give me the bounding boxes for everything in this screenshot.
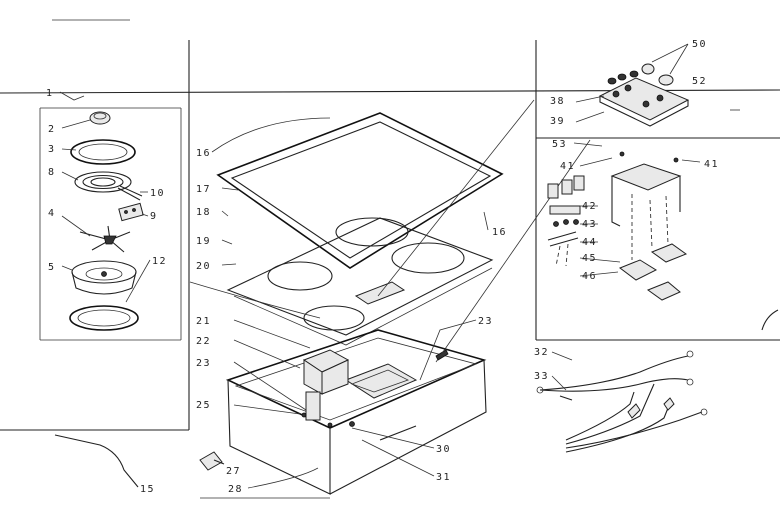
callout-16b: 16 xyxy=(492,227,507,238)
callout-53: 53 xyxy=(552,139,567,150)
callout-19: 19 xyxy=(196,236,211,247)
cooktop-top xyxy=(216,112,504,346)
callout-3: 3 xyxy=(48,144,56,155)
callout-4: 4 xyxy=(48,208,56,219)
callout-32: 32 xyxy=(534,347,549,358)
callout-27: 27 xyxy=(226,466,241,477)
switch-assembly xyxy=(547,142,701,301)
callout-1: 1 xyxy=(46,88,54,99)
callout-12: 12 xyxy=(152,256,167,267)
callout-8: 8 xyxy=(48,167,56,178)
callout-52: 52 xyxy=(692,76,707,87)
callout-17: 17 xyxy=(196,184,211,195)
callout-30: 30 xyxy=(436,444,451,455)
callout-9: 9 xyxy=(150,211,158,222)
callout-33: 33 xyxy=(534,371,549,382)
callout-10: 10 xyxy=(150,188,165,199)
callout-46: 46 xyxy=(582,271,597,282)
callout-44: 44 xyxy=(582,237,597,248)
burner-assembly xyxy=(69,111,144,331)
callout-50: 50 xyxy=(692,39,707,50)
control-panel xyxy=(575,43,690,127)
callout-25: 25 xyxy=(196,400,211,411)
callout-23b: 23 xyxy=(478,316,493,327)
callout-18: 18 xyxy=(196,207,211,218)
cooktop-base xyxy=(199,329,487,495)
callout-41b: 41 xyxy=(704,159,719,170)
callout-31: 31 xyxy=(436,472,451,483)
callout-43: 43 xyxy=(582,219,597,230)
callout-42: 42 xyxy=(582,201,597,212)
callout-5: 5 xyxy=(48,262,56,273)
callout-15: 15 xyxy=(140,484,155,495)
callout-38: 38 xyxy=(550,96,565,107)
callout-45: 45 xyxy=(582,253,597,264)
callout-22: 22 xyxy=(196,336,211,347)
callout-23a: 23 xyxy=(196,358,211,369)
callout-39: 39 xyxy=(550,116,565,127)
callout-41a: 41 xyxy=(560,161,575,172)
left-leaders xyxy=(59,91,151,303)
callout-16a: 16 xyxy=(196,148,211,159)
callout-labels: 1 2 3 8 10 9 4 5 12 16 17 18 19 20 16 21… xyxy=(46,39,719,495)
callout-2: 2 xyxy=(48,124,56,135)
callout-20: 20 xyxy=(196,261,211,272)
callout-28: 28 xyxy=(228,484,243,495)
center-leaders xyxy=(54,99,591,489)
wire-harness xyxy=(536,309,779,453)
callout-21: 21 xyxy=(196,316,211,327)
